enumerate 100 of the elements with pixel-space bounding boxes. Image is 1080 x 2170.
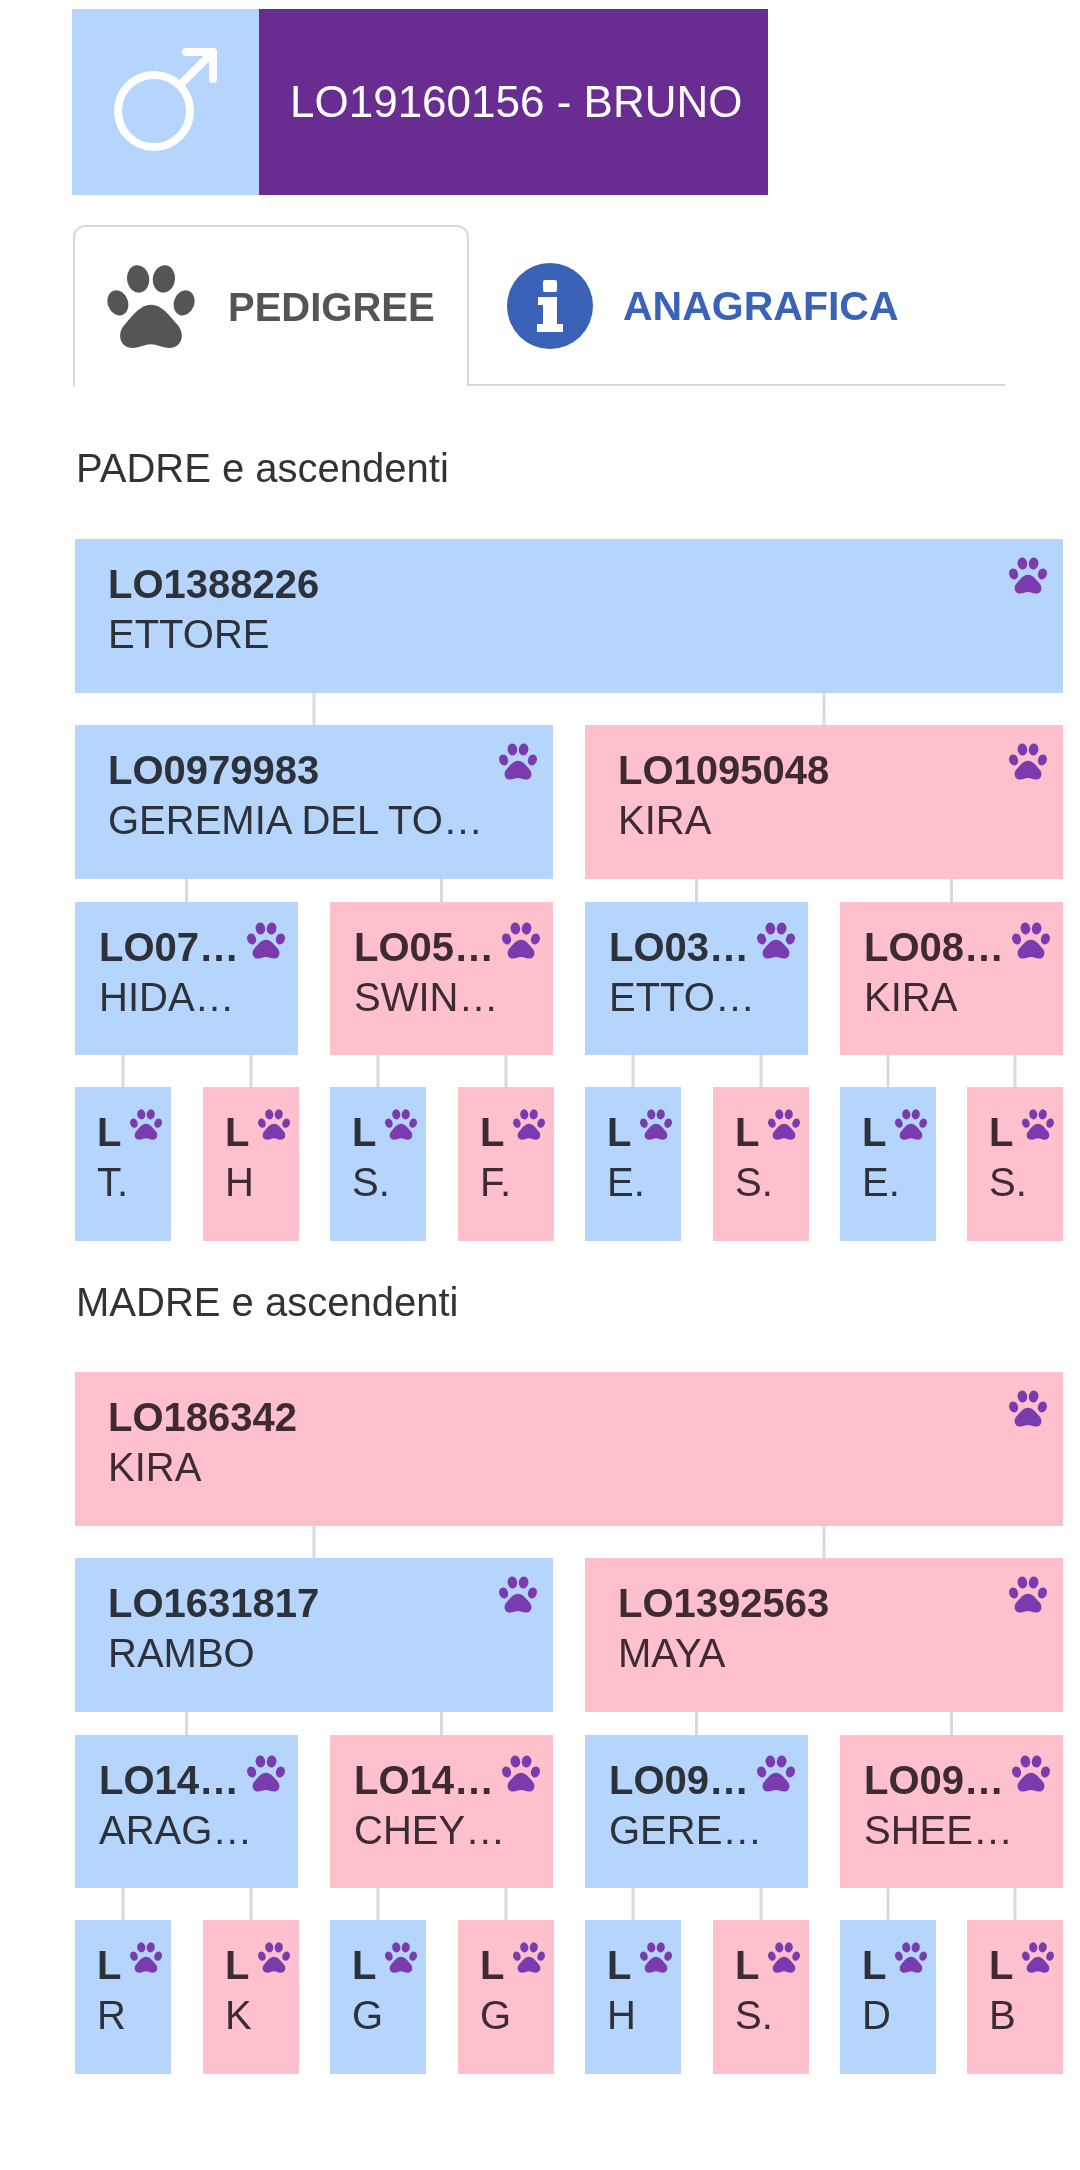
pedigree-card (840, 1087, 936, 1241)
title-banner (259, 9, 768, 195)
dog-name: HIDA… (99, 974, 235, 1021)
dog-name: ETTO… (609, 974, 755, 1021)
pedigree-card (840, 902, 1063, 1055)
dog-name: ARAG… (99, 1807, 253, 1854)
dog-name: B (989, 1992, 1016, 2039)
connector-line (759, 1055, 763, 1087)
dog-name: R (97, 1992, 126, 2039)
pedigree-card (75, 539, 1063, 693)
dog-name: KIRA (618, 797, 712, 844)
pedigree-card (585, 1920, 681, 2074)
dog-name: MAYA (618, 1630, 726, 1677)
pedigree-card (75, 1735, 298, 1888)
connector-line (121, 1888, 125, 1920)
registration-number: LO0979983 (108, 747, 320, 794)
connector-line (695, 879, 698, 902)
pedigree-card (840, 1735, 1063, 1888)
registration-number: L (607, 1942, 632, 1989)
connector-line (886, 1055, 890, 1087)
pedigree-card (967, 1087, 1063, 1241)
connector-line (950, 1712, 953, 1735)
registration-number: L (225, 1109, 250, 1156)
pedigree-card (585, 1087, 681, 1241)
pedigree-card (458, 1087, 554, 1241)
registration-number: L (989, 1942, 1014, 1989)
pedigree-card (75, 725, 553, 879)
pedigree-card (203, 1920, 299, 2074)
connector-line (376, 1888, 380, 1920)
registration-number: L (480, 1109, 505, 1156)
registration-number: L (225, 1942, 250, 1989)
dog-name: K (225, 1992, 252, 2039)
dog-name: G (352, 1992, 384, 2039)
registration-number: LO186342 (108, 1394, 298, 1441)
pedigree-card (713, 1087, 809, 1241)
anagrafica-tab: ANAGRAFICA (507, 263, 899, 349)
connector-line (1013, 1055, 1017, 1087)
connector-line (631, 1055, 635, 1087)
pedigree-card (458, 1920, 554, 2074)
connector-line (631, 1888, 635, 1920)
dog-name: S. (735, 1992, 773, 2039)
pedigree-card (75, 1087, 171, 1241)
registration-number: L (989, 1109, 1014, 1156)
section-heading: MADRE e ascendenti (76, 1279, 459, 1326)
pedigree-card (967, 1920, 1063, 2074)
connector-line (822, 693, 826, 725)
connector-line (504, 1888, 508, 1920)
registration-number: L (352, 1109, 377, 1156)
pedigree-card (330, 1087, 426, 1241)
dog-name: RAMBO (108, 1630, 255, 1677)
dog-name: GERE… (609, 1807, 763, 1854)
pedigree-card (713, 1920, 809, 2074)
dog-name: KIRA (108, 1444, 202, 1491)
registration-number: LO14… (354, 1757, 495, 1804)
registration-number: LO1631817 (108, 1580, 320, 1627)
dog-name: E. (607, 1159, 645, 1206)
pedigree-card (585, 1735, 808, 1888)
registration-number: LO1095048 (618, 747, 830, 794)
pedigree-tab: PEDIGREE (73, 225, 469, 386)
dog-name: D (862, 1992, 891, 2039)
pedigree-card (585, 725, 1063, 879)
registration-number: L (97, 1942, 122, 1989)
registration-number: L (97, 1109, 122, 1156)
registration-number: LO03… (609, 924, 750, 971)
pedigree-card (75, 1920, 171, 2074)
dog-name: S. (989, 1159, 1027, 1206)
registration-number: LO14… (99, 1757, 240, 1804)
dog-name: T. (97, 1159, 129, 1206)
dog-name: S. (352, 1159, 390, 1206)
dog-name: KIRA (864, 974, 958, 1021)
connector-line (121, 1055, 125, 1087)
registration-number: L (735, 1942, 760, 1989)
connector-line (950, 879, 953, 902)
registration-number: L (862, 1109, 887, 1156)
connector-line (249, 1055, 253, 1087)
dog-name: G (480, 1992, 512, 2039)
dog-title: LO19160156 - BRUNO (290, 80, 743, 124)
registration-number: L (352, 1942, 377, 1989)
connector-line (504, 1055, 508, 1087)
connector-line (440, 879, 443, 902)
registration-number: LO1392563 (618, 1580, 830, 1627)
registration-number: LO07… (99, 924, 240, 971)
connector-line (1013, 1888, 1017, 1920)
connector-line (376, 1055, 380, 1087)
connector-line (312, 1526, 316, 1558)
pedigree-card (75, 1372, 1063, 1526)
dog-name: S. (735, 1159, 773, 1206)
registration-number: L (607, 1109, 632, 1156)
connector-line (822, 1526, 826, 1558)
dog-name: E. (862, 1159, 900, 1206)
dog-name: H (225, 1159, 254, 1206)
dog-name: SHEE… (864, 1807, 1013, 1854)
registration-number: LO08… (864, 924, 1005, 971)
connector-line (886, 1888, 890, 1920)
section-heading: PADRE e ascendenti (76, 445, 449, 492)
pedigree-card (75, 1558, 553, 1712)
registration-number: LO09… (864, 1757, 1005, 1804)
connector-line (312, 693, 316, 725)
dog-name: CHEY… (354, 1807, 506, 1854)
registration-number: L (480, 1942, 505, 1989)
